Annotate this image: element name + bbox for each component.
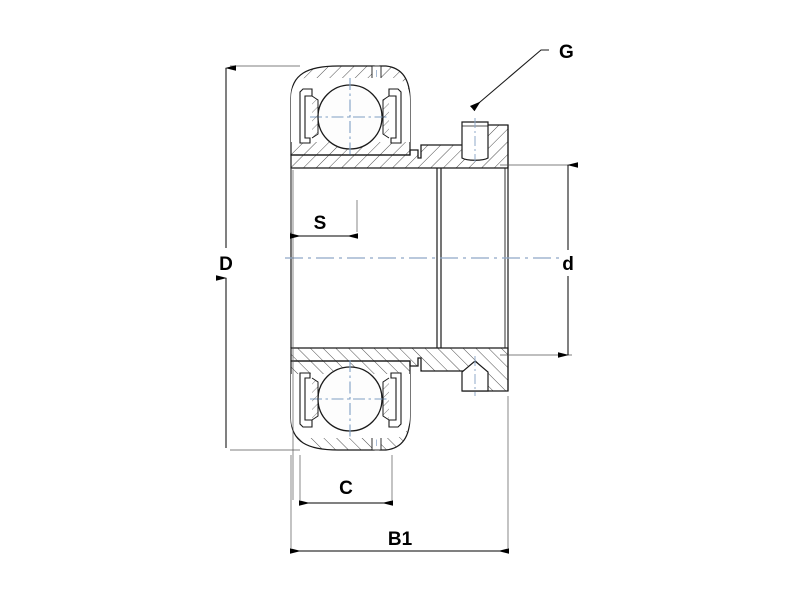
dimension-label-d: d — [562, 254, 574, 275]
seal-right-lower — [388, 372, 402, 428]
dimension-label-S: S — [314, 213, 327, 234]
callout-leader-line — [469, 49, 549, 112]
ball-and-seal-assembly-upper — [299, 78, 402, 156]
extension-lines — [230, 65, 572, 548]
ball-and-seal-assembly-lower — [299, 360, 402, 438]
seal-left-upper — [299, 88, 313, 144]
seal-right-upper — [388, 88, 402, 144]
dimension-B1: B1 — [290, 529, 509, 554]
set-screw-upper — [461, 118, 489, 162]
dimension-C: C — [299, 478, 393, 506]
dimension-label-B1: B1 — [388, 529, 413, 550]
dimension-S: S — [290, 213, 358, 239]
dimension-label-C: C — [339, 478, 353, 499]
dimension-D: D — [216, 65, 236, 448]
dimension-label-D: D — [219, 254, 233, 275]
callout-label-G: G — [559, 42, 574, 63]
callout-G: G — [469, 42, 574, 112]
seal-left-lower — [299, 372, 313, 428]
set-screw-lower — [461, 356, 489, 396]
dimension-d: d — [558, 162, 578, 358]
